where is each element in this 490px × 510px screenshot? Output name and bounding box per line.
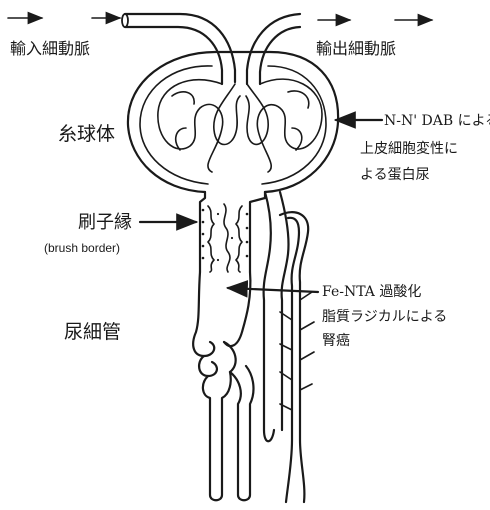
brush-border-label: 刷子縁 <box>78 212 132 233</box>
dab-annotation-line-3: よる蛋白尿 <box>360 167 430 183</box>
fenta-annotation-line-1: Fe-NTA 過酸化 <box>322 284 421 300</box>
dab-annotation-line-2: 上皮細胞変性に <box>360 140 458 157</box>
brush-border-en-label: (brush border) <box>44 241 120 255</box>
arterioles <box>122 14 300 84</box>
proximal-tubule <box>200 192 265 272</box>
vessel-opening <box>122 14 128 27</box>
fenta-annotation-line-3: 腎癌 <box>322 333 350 349</box>
glomerulus-drawing <box>128 52 338 192</box>
renal-tubule-label: 尿細管 <box>64 321 121 343</box>
renal-tubule-drawing <box>193 192 314 502</box>
dab-annotation-line-1: N-N' DAB による <box>384 113 490 129</box>
efferent-arteriole-label: 輸出細動脈 <box>316 39 396 58</box>
glomerulus-label: 糸球体 <box>58 123 115 145</box>
blood-flow-arrows <box>8 18 432 20</box>
fenta-arrow <box>228 288 318 292</box>
afferent-arteriole-label: 輸入細動脈 <box>10 39 90 58</box>
fenta-annotation-line-2: 脂質ラジカルによる <box>322 309 447 325</box>
